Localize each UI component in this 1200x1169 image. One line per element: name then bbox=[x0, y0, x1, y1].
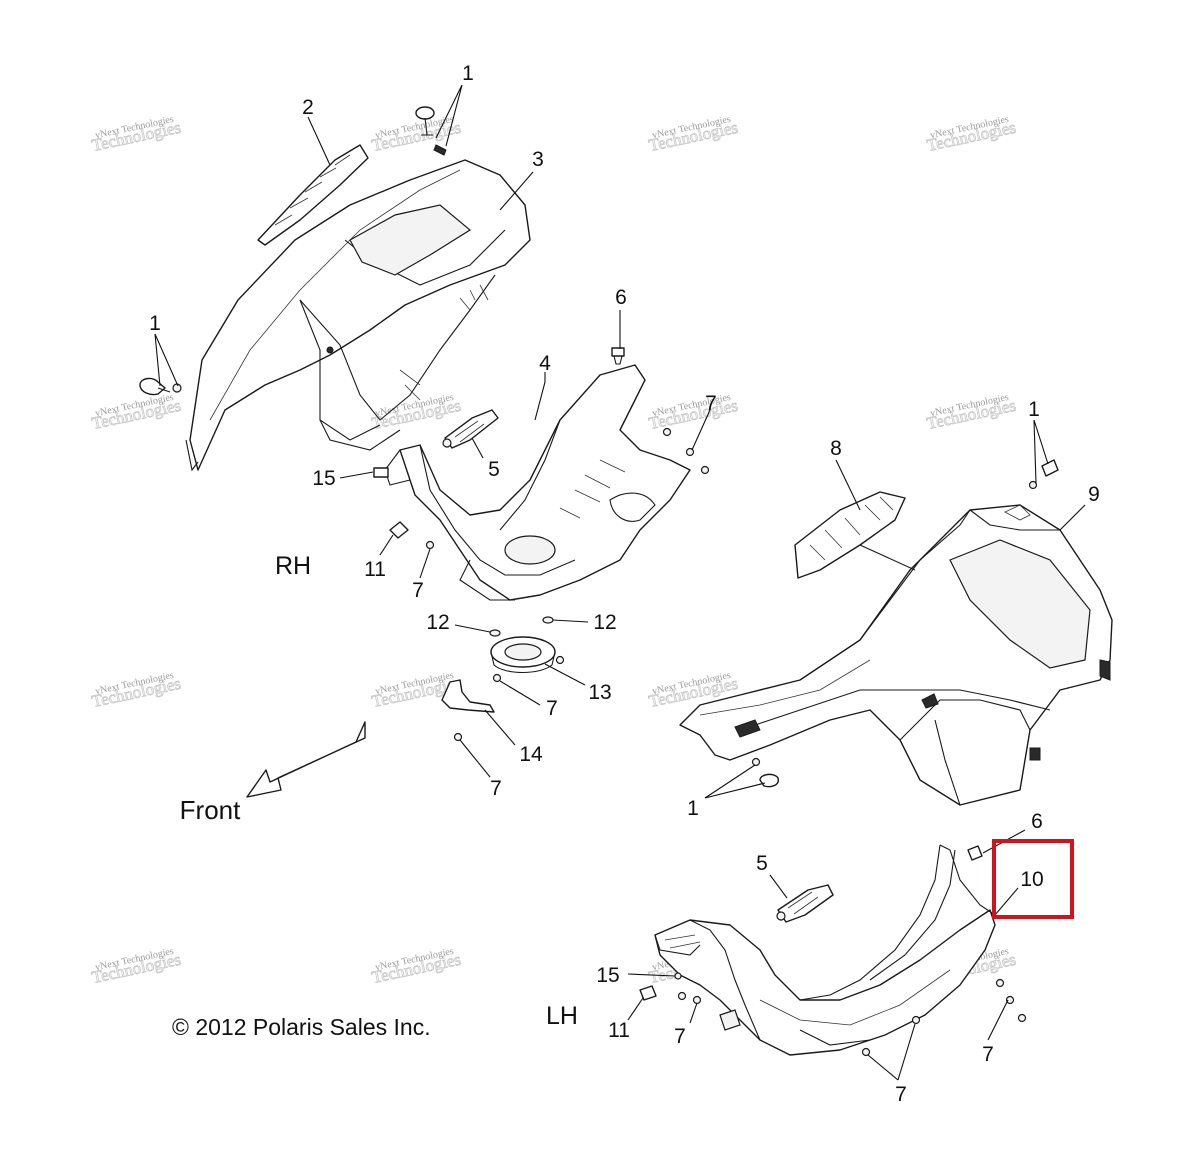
part-1-fastener-top bbox=[415, 106, 447, 156]
part-6-fastener-rh bbox=[611, 347, 625, 365]
callout-5: 5 bbox=[488, 458, 500, 481]
copyright-text: © 2012 Polaris Sales Inc. bbox=[172, 1014, 431, 1040]
part-14-bracket bbox=[441, 679, 495, 713]
part-5-lh-latch bbox=[776, 884, 834, 923]
callout-8: 8 bbox=[830, 437, 842, 460]
callout-7: 7 bbox=[982, 1043, 994, 1066]
callouts: 1 2 3 1 6 4 7 5 15 11 7 12 12 13 7 14 7 … bbox=[149, 62, 1100, 1106]
callout-1: 1 bbox=[462, 62, 474, 85]
callout-12: 12 bbox=[593, 611, 616, 634]
callout-2: 2 bbox=[302, 96, 314, 119]
part-12-washers bbox=[489, 616, 554, 637]
callout-7: 7 bbox=[705, 392, 717, 415]
callout-7: 7 bbox=[674, 1025, 686, 1048]
part-7-screws-rh bbox=[425, 427, 710, 742]
part-10-lh-lower-panel bbox=[654, 844, 996, 1056]
lh-small-hardware bbox=[639, 972, 1027, 1057]
part-1-fastener-left bbox=[139, 377, 182, 396]
front-label: Front bbox=[180, 795, 241, 825]
callout-6: 6 bbox=[615, 286, 627, 309]
callout-1: 1 bbox=[687, 797, 699, 820]
callout-15: 15 bbox=[312, 467, 335, 490]
callout-3: 3 bbox=[532, 148, 544, 171]
part-9-lh-upper-panel bbox=[679, 504, 1113, 806]
callout-1: 1 bbox=[1028, 398, 1040, 421]
callout-15: 15 bbox=[596, 964, 619, 987]
callout-1: 1 bbox=[149, 312, 161, 335]
part-2-rh-vent bbox=[257, 144, 369, 246]
front-direction-arrow bbox=[246, 721, 366, 798]
part-4-rh-lower-panel bbox=[384, 364, 691, 601]
callout-12: 12 bbox=[426, 611, 449, 634]
callout-4: 4 bbox=[539, 352, 551, 375]
callout-11: 11 bbox=[608, 1019, 630, 1042]
part-6-fastener-lh bbox=[967, 845, 983, 861]
callout-13: 13 bbox=[588, 681, 611, 704]
callout-5: 5 bbox=[756, 852, 768, 875]
rh-label: RH bbox=[275, 552, 311, 580]
part-13-ring bbox=[490, 636, 556, 673]
callout-7: 7 bbox=[412, 579, 424, 602]
part-11-plug-rh bbox=[389, 521, 409, 539]
callout-7: 7 bbox=[490, 777, 502, 800]
part-3-rh-upper-panel bbox=[185, 159, 531, 472]
part-1-fasteners-lh bbox=[751, 459, 1059, 788]
callout-9: 9 bbox=[1088, 483, 1100, 506]
part-5-rh-latch bbox=[442, 409, 499, 449]
callout-6: 6 bbox=[1031, 810, 1043, 833]
callout-10: 10 bbox=[1020, 868, 1043, 891]
callout-11: 11 bbox=[364, 558, 386, 581]
lh-label: LH bbox=[546, 1002, 578, 1030]
callout-14: 14 bbox=[519, 743, 543, 766]
part-8-lh-vent bbox=[794, 491, 916, 579]
callout-7: 7 bbox=[546, 697, 558, 720]
callout-7: 7 bbox=[895, 1083, 907, 1106]
highlight-box-callout-10 bbox=[992, 839, 1074, 919]
part-15-clip-rh bbox=[373, 467, 389, 478]
